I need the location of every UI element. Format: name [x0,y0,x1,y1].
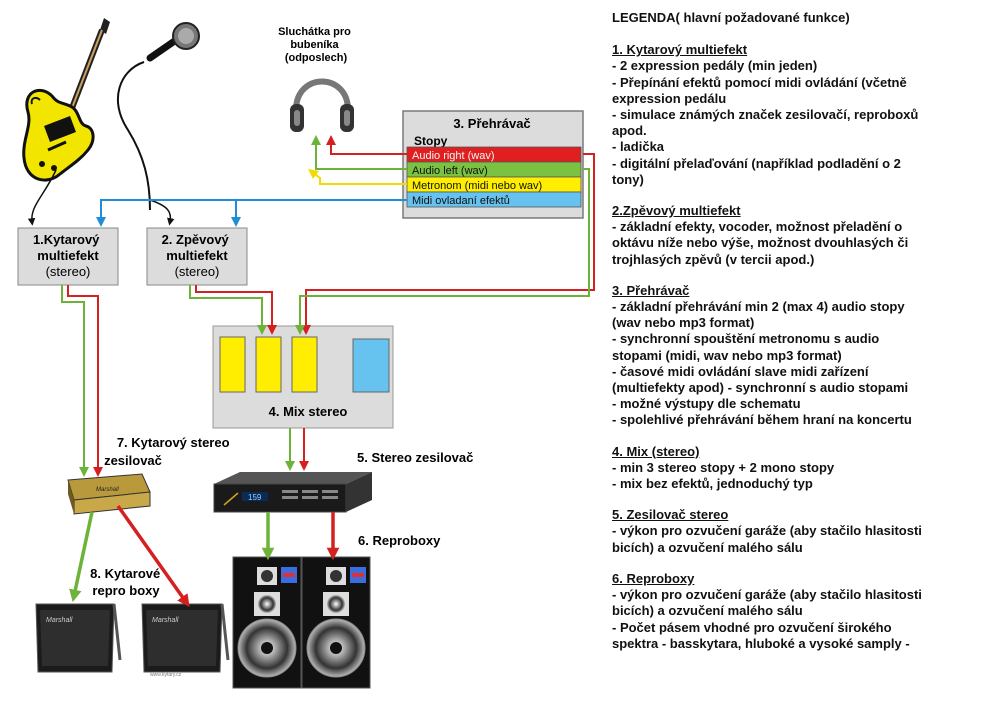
player-tracks-label: Stopy [414,134,448,148]
guitar-cabinet-left-icon: Marshall [35,603,122,673]
legend-line: - 2 expression pedály (min jeden) [612,58,818,74]
headphones-red-feed [326,135,407,155]
signal-flow-diagram: Sluchátka pro bubeníka (odposlech) 3. Př… [17,18,595,689]
guitar-amp-green-to-cabinet [69,511,94,603]
legend-line: - základní přehrávání min 2 (max 4) audi… [612,299,905,315]
headphones-label: Sluchátka pro bubeníka (odposlech) [278,26,354,64]
stereo-amp-display: 159 [248,493,262,502]
electric-guitar-icon [22,18,110,182]
legend-line: - synchronní spouštění metronomu s audio [612,331,880,347]
guitar-cabinet-right-icon: Marshall [141,603,230,673]
guitar-fx-green-out [61,285,89,477]
cabinet-left-brand: Marshall [46,617,73,624]
legend-line: - Počet pásem vhodné pro ozvučení široké… [612,619,892,635]
vocal-fx-red-out [195,285,277,335]
guitar-amp-red-to-cabinet [116,504,190,608]
legend-line: tony) [612,171,644,187]
legend-section-vocal-fx: 2.Zpěvový multiefekt - základní efekty, … [612,203,997,268]
legend-line: - min 3 stereo stopy + 2 mono stopy [612,459,835,475]
headphones-yellow-feed [308,169,407,185]
mixer-channel-3 [291,336,318,393]
speaker-right-icon [301,556,371,689]
legend-line: bicích) a ozvučení malého sálu [612,603,803,619]
legend-line: (multiefekty apod) - synchronní s audio … [612,380,909,396]
mixer-box: 4. Mix stereo [212,325,394,429]
legend-line: - spolehlivé přehrávání během hraní na k… [612,412,912,428]
legend-line: - výkon pro ozvučení garáže (aby stačilo… [612,523,922,539]
legend-line: apod. [612,123,647,139]
legend-line: - ladička [612,139,665,155]
legend-line: - základní efekty, vocoder, možnost přel… [612,219,903,235]
legend-line: - časové midi ovládání slave midi zaříze… [612,363,869,379]
cabinet-right-brand: Marshall [152,617,179,624]
player-title: 3. Přehrávač [453,116,530,131]
mixer-channel-2 [255,336,282,393]
legend-section-mix: 4. Mix (stereo) - min 3 stereo stopy + 2… [612,444,997,493]
mixer-label: 4. Mix stereo [269,404,348,419]
legend-line: (wav nebo mp3 format) [612,315,755,331]
track-audio-left-label: Audio left (wav) [412,165,488,177]
legend-line: oktávu níže nebo výše, možnost dvouhlasý… [612,235,909,251]
legend-line: expression pedálu [612,90,727,106]
legend-line: - mix bez efektů, jednoduchý typ [612,476,813,492]
microphone-icon [117,22,200,211]
legend-line: - možné výstupy dle schematu [612,396,801,412]
legend-section-amp: 5. Zesilovač stereo - výkon pro ozvučení… [612,507,997,556]
legend-heading: 1. Kytarový multiefekt [612,42,748,58]
legend-line: - Přepínání efektů pomocí midi ovládání … [612,74,907,90]
vocal-fx-green-out [189,285,267,335]
legend-section-player: 3. Přehrávač - základní přehrávání min 2… [612,283,997,429]
player-track-list: Audio right (wav) Audio left (wav) Metro… [406,146,582,208]
legend-title: LEGENDA( hlavní požadované funkce) [612,10,850,25]
legend-line: spektra - basskytara, hluboké a vysoké s… [612,635,910,651]
legend-heading: 5. Zesilovač stereo [612,507,729,523]
legend-line: - simulace známých značek zesilovačí, re… [612,107,919,123]
legend-line: - digitální přelaďování (například podla… [612,155,901,171]
legend: LEGENDA( hlavní požadované funkce) 1. Ky… [612,10,997,667]
legend-line: stopami (midi, wav nebo mp3 format) [612,347,842,363]
guitar-fx-red-out [67,285,103,477]
stereo-amplifier-icon: 159 [213,472,372,513]
guitar-cable [27,169,57,226]
legend-heading: 4. Mix (stereo) [612,443,700,459]
legend-section-guitar-fx: 1. Kytarový multiefekt - 2 expression pe… [612,42,997,188]
guitar-amp-label: 7. Kytarový stereo zesilovač [104,435,233,468]
legend-line: bicích) a ozvučení malého sálu [612,539,803,555]
player-green-to-mixer [295,168,590,335]
track-audio-right-label: Audio right (wav) [412,150,495,162]
midi-control-line [96,199,407,227]
guitar-multieffect-sub: (stereo) [46,264,91,279]
mixer-channel-1 [219,336,246,393]
guitar-multieffect-box: 1.Kytarový multiefekt (stereo) [17,227,119,286]
stereo-amp-label: 5. Stereo zesilovač [357,450,473,465]
vocal-multieffect-label: 2. Zpěvový multiefekt [162,232,233,263]
headphones-icon [290,78,354,132]
player-red-to-mixer [301,153,595,335]
connections [27,135,595,608]
watermark: www.kytary.cz [150,672,182,678]
legend-line: - výkon pro ozvučení garáže (aby stačilo… [612,587,922,603]
guitar-multieffect-label: 1.Kytarový multiefekt [33,232,103,263]
speaker-left-icon [232,556,302,689]
player-box: 3. Přehrávač Stopy Audio right (wav) Aud… [402,110,584,219]
guitar-amp-brand: Marshall [96,487,119,493]
legend-section-speakers: 6. Reproboxy - výkon pro ozvučení garáže… [612,571,997,652]
guitar-amplifier-icon: Marshall [67,473,151,515]
track-midi-control-label: Midi ovladaní efektů [412,195,510,207]
cabinets-label: 8. Kytarové repro boxy [90,566,164,598]
legend-line: trojhlasých zpěvů (v tercii apod.) [612,251,815,267]
mic-cable [149,199,175,226]
vocal-multieffect-sub: (stereo) [175,264,220,279]
legend-heading: 6. Reproboxy [612,570,695,586]
legend-heading: 2.Zpěvový multiefekt [612,203,741,219]
vocal-multieffect-box: 2. Zpěvový multiefekt (stereo) [146,227,248,286]
track-metronome-label: Metronom (midi nebo wav) [412,180,542,192]
speakers-label: 6. Reproboxy [358,533,441,548]
mixer-channel-4 [352,338,390,393]
legend-heading: 3. Přehrávač [612,282,690,298]
